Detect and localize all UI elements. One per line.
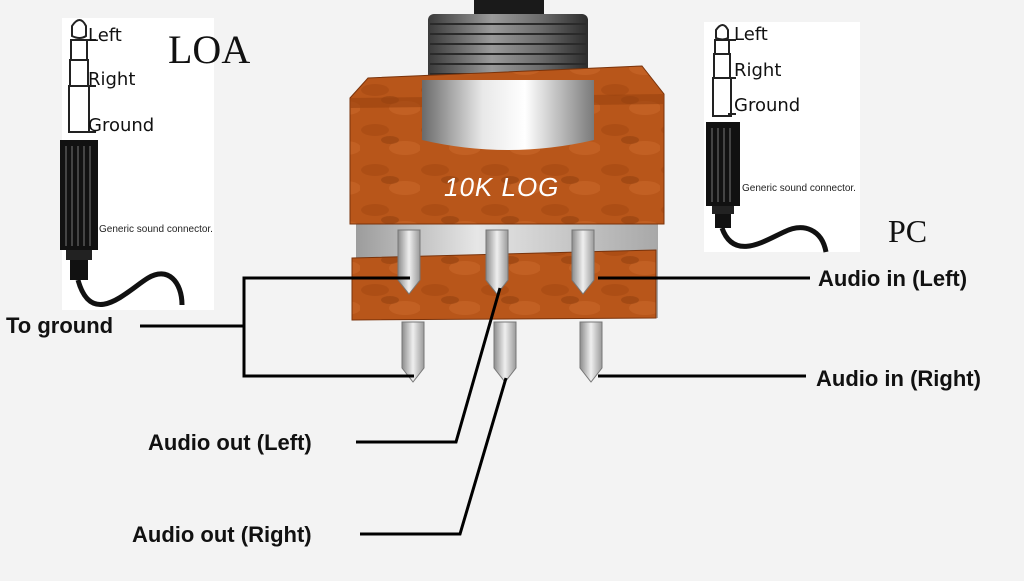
audio-out-left-wire [356, 287, 502, 444]
to-ground-label: To ground [6, 313, 113, 338]
right-jack-sleeve-label: Ground [734, 95, 800, 116]
loa-title: LOA [168, 27, 250, 72]
audio-out-right-label: Audio out (Right) [132, 522, 312, 547]
right-jack-ring-label: Right [734, 60, 781, 81]
left-jack-caption: Generic sound connector. [99, 224, 213, 235]
left-jack-tip-label: Left [88, 25, 122, 46]
audio-in-right-label: Audio in (Right) [816, 366, 981, 391]
audio-out-right-wire [360, 377, 508, 536]
right-audio-jack: Left Right Ground Generic sound connecto… [704, 22, 860, 253]
right-jack-caption: Generic sound connector. [742, 183, 856, 194]
pot-shaft [474, 0, 544, 18]
left-jack-sleeve-label: Ground [88, 115, 154, 136]
audio-out-left-label: Audio out (Left) [148, 430, 312, 455]
audio-in-left-label: Audio in (Left) [818, 266, 967, 291]
right-jack-tip-label: Left [734, 24, 768, 45]
left-jack-ring-label: Right [88, 69, 135, 90]
left-audio-jack: Left Right Ground Generic sound connecto… [60, 18, 214, 310]
wires [140, 276, 810, 536]
pot-value-label: 10K LOG [444, 172, 559, 202]
pc-title: PC [888, 213, 927, 249]
pot-pins-lower [401, 321, 603, 383]
pot-pins-upper [397, 229, 595, 295]
potentiometer: 10K LOG [349, 0, 665, 383]
